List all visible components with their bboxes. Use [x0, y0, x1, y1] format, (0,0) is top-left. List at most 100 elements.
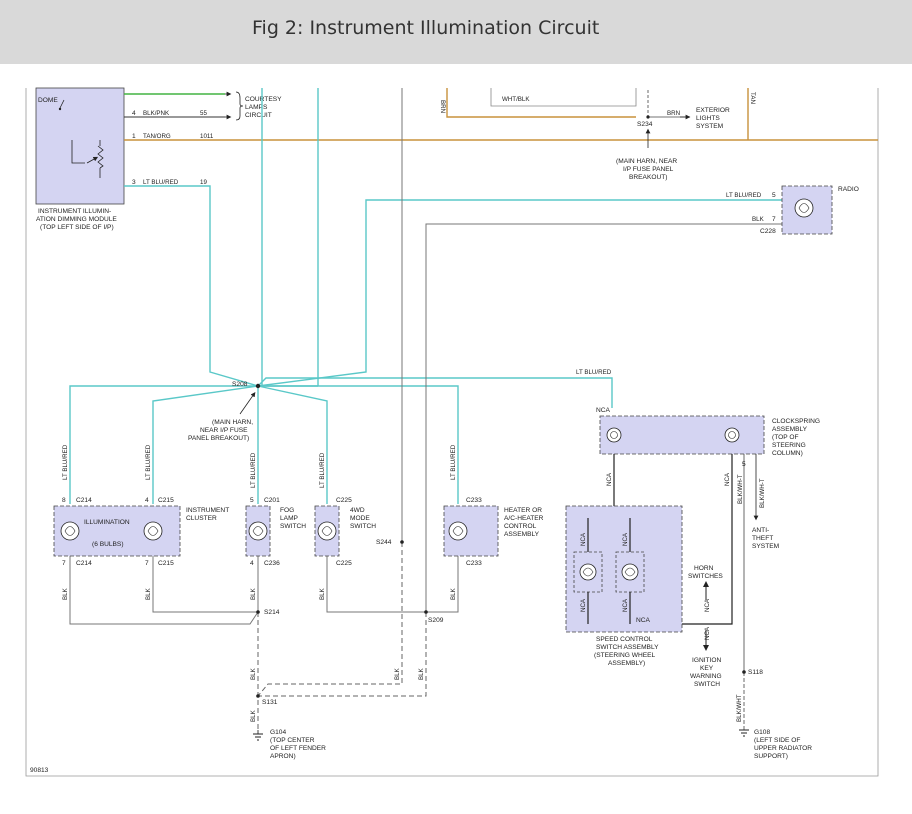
supply-wire: 1 TAN/ORG 1011: [124, 133, 878, 141]
connector-c228: C228: [760, 228, 776, 235]
wire-blk-5: BLK: [450, 587, 457, 600]
cluster-label-1: INSTRUMENT: [186, 507, 229, 514]
connector-c215-bottom: C215: [158, 560, 174, 567]
fog-pin-5: 5: [250, 497, 254, 504]
ignition-label-2: KEY: [700, 665, 714, 672]
g108-note-2: UPPER RADIATOR: [754, 745, 812, 752]
wire-blk-3: BLK: [250, 587, 257, 600]
ignition-label-4: SWITCH: [694, 681, 720, 688]
4wd-label-3: SWITCH: [350, 523, 376, 530]
wire-label-cluster-left: LT BLU/RED: [62, 444, 69, 480]
wire-blk-radio: BLK: [752, 216, 765, 223]
nca-ignition: NCA: [704, 626, 711, 640]
dome-label: DOME: [38, 97, 58, 104]
heater-label-1: HEATER OR: [504, 507, 542, 514]
ground-g104-label: G104: [270, 729, 286, 736]
heater-label-3: CONTROL: [504, 523, 537, 530]
fog-label-1: FOG: [280, 507, 294, 514]
connector-c214: C214: [76, 497, 92, 504]
g104-note-2: OF LEFT FENDER: [270, 745, 326, 752]
horn-switches: HORN SWITCHES NCA NCA IGNITION KEY WARNI…: [688, 565, 723, 688]
wire-blk-wht-ground: BLK/WHT: [736, 694, 743, 722]
4wd-label-2: MODE: [350, 515, 370, 522]
cluster-inner-2: (6 BULBS): [92, 541, 124, 548]
pin-1: 1: [132, 133, 136, 140]
wire-label-fog: LT BLU/RED: [250, 452, 257, 488]
courtesy-label-2: LAMPS: [245, 104, 268, 111]
wire-tan-org: TAN/ORG: [143, 133, 171, 140]
connector-c201: C201: [264, 497, 280, 504]
exterior-note-1: (MAIN HARN, NEAR: [616, 158, 677, 165]
4wd-label-1: 4WD: [350, 507, 365, 514]
wire-blk-wht-a: BLK/WH-T: [737, 474, 744, 504]
exterior-label-3: SYSTEM: [696, 123, 723, 130]
wire-lt-blu-red-module: LT BLU/RED: [143, 179, 179, 186]
splice-s214: S214: [264, 609, 280, 616]
nca-sc-4: NCA: [622, 598, 629, 612]
fog-lamp-switch: 5 C201 4 C236 FOG LAMP SWITCH: [245, 497, 306, 567]
wire-blk-4: BLK: [319, 587, 326, 600]
pin-3: 3: [132, 179, 136, 186]
exterior-note-3: BREAKOUT): [629, 174, 667, 181]
connector-c233-bottom: C233: [466, 560, 482, 567]
circuit-55: 55: [200, 110, 207, 117]
speed-control-label-2: SWITCH ASSEMBLY: [596, 644, 659, 651]
wire-blk-2: BLK: [145, 587, 152, 600]
wire-blk-9: BLK: [250, 709, 257, 722]
wire-blk-pnk: BLK/PNK: [143, 110, 170, 117]
anti-theft-label-3: SYSTEM: [752, 543, 779, 550]
connector-c233: C233: [466, 497, 482, 504]
clockspring-label-3: (TOP OF: [772, 434, 799, 441]
splice-s118: S118: [748, 669, 763, 676]
ground-g108: S118 BLK/WHT G108 (LEFT SIDE OF UPPER RA…: [736, 669, 812, 760]
splice-s208-label: S208: [232, 381, 248, 388]
connector-c236: C236: [264, 560, 280, 567]
nca-sc-2: NCA: [622, 532, 629, 546]
cluster-pin-4: 4: [145, 497, 149, 504]
ignition-label-1: IGNITION: [692, 657, 722, 664]
wire-blk-8: BLK: [418, 667, 425, 680]
nca-horn: NCA: [704, 598, 711, 612]
anti-theft-label-1: ANTI-: [752, 527, 769, 534]
ignition-label-3: WARNING: [690, 673, 722, 680]
wire-label-cluster-right: LT BLU/RED: [145, 444, 152, 480]
g108-note-1: (LEFT SIDE OF: [754, 737, 800, 744]
speed-control-switch: NCA NCA NCA NCA NCA SPEED CONTROL SWITCH…: [565, 505, 683, 667]
wire-blk-wht-b: BLK/WH-T: [759, 478, 766, 508]
splice-s234: S234: [637, 121, 653, 128]
splice-s244: S244: [376, 539, 392, 546]
cluster-inner-1: ILLUMINATION: [84, 519, 130, 526]
wire-label-4wd: LT BLU/RED: [319, 452, 326, 488]
wire-lt-blu-red-radio: LT BLU/RED: [726, 192, 762, 199]
clockspring-label-2: ASSEMBLY: [772, 426, 808, 433]
courtesy-label-3: CIRCUIT: [245, 112, 272, 119]
clockspring-pin-5: 5: [742, 461, 746, 468]
speed-control-label-4: ASSEMBLY): [608, 660, 645, 667]
wire-brn-vertical: BRN: [439, 100, 446, 113]
connector-c215: C215: [158, 497, 174, 504]
exterior-label-1: EXTERIOR: [696, 107, 730, 114]
connector-c225-bottom: C225: [336, 560, 352, 567]
clockspring-nca: NCA: [596, 407, 611, 414]
wire-blk-7: BLK: [394, 667, 401, 680]
connector-c225: C225: [336, 497, 352, 504]
ground-wires: [69, 88, 782, 625]
pin-4: 4: [132, 110, 136, 117]
fog-bottom-pin: 4: [250, 560, 254, 567]
heater-control-assembly: C233 C233 HEATER OR A/C-HEATER CONTROL A…: [443, 497, 544, 567]
wire-tan: TAN: [749, 92, 756, 104]
radio-label: RADIO: [838, 186, 859, 193]
4wd-mode-switch: C225 C225 4WD MODE SWITCH: [314, 497, 376, 567]
g108-note-3: SUPPORT): [754, 753, 788, 760]
connector-c214-bottom: C214: [76, 560, 92, 567]
dimming-module: DOME INSTRUMENT ILLUMIN- ATION DIMMING M…: [35, 87, 125, 231]
splice-s209: S209: [428, 617, 444, 624]
clockspring-label-1: CLOCKSPRING: [772, 418, 820, 425]
horn-label-1: HORN: [694, 565, 714, 572]
figure-header: Fig 2: Instrument Illumination Circuit: [0, 0, 912, 64]
drawing-number: 90813: [30, 767, 49, 774]
nca-sc-5: NCA: [636, 617, 651, 624]
courtesy-label-1: COURTESY: [245, 96, 282, 103]
figure-title: Fig 2: Instrument Illumination Circuit: [252, 17, 600, 39]
